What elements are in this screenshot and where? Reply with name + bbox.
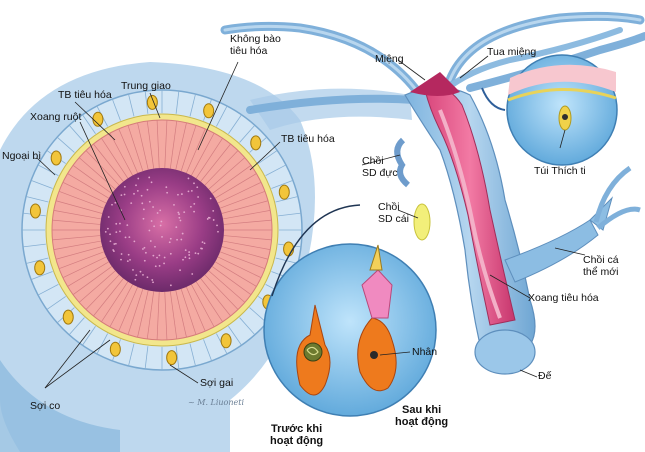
label-tua-mieng: Tua miệng bbox=[487, 46, 536, 58]
label-mieng: Miệng bbox=[375, 53, 404, 65]
artist-signature: ~ M. Liuoneti bbox=[188, 398, 244, 407]
cross-section-disc bbox=[22, 90, 302, 370]
label-choi-sd-cai: Chồi SD cái bbox=[378, 201, 409, 225]
label-soi-gai: Sợi gai bbox=[200, 377, 233, 389]
label-xoang-tieu-hoa: Xoang tiêu hóa bbox=[528, 292, 599, 304]
label-khong-bao-tieu-hoa: Không bào tiêu hóa bbox=[230, 33, 281, 57]
label-tb-tieu-hoa-left: TB tiêu hóa bbox=[58, 89, 112, 101]
nematocyst-zoom-bubble bbox=[482, 55, 617, 165]
label-de: Đế bbox=[538, 370, 551, 382]
label-soi-co: Sợi co bbox=[30, 400, 60, 412]
label-sau-khi-hoat-dong: Sau khi hoạt động bbox=[395, 404, 448, 428]
label-tb-tieu-hoa-right: TB tiêu hóa bbox=[281, 133, 335, 145]
label-nhan: Nhân bbox=[412, 346, 437, 358]
label-trung-giao: Trung giao bbox=[121, 80, 171, 92]
label-choi-sd-duc: Chồi SD đực bbox=[362, 155, 398, 179]
label-truoc-khi-hoat-dong: Trước khi hoạt động bbox=[270, 423, 323, 447]
label-ngoai-bi: Ngoại bì bbox=[2, 150, 41, 162]
label-choi-ca-the-moi: Chồi cá thể mới bbox=[583, 254, 619, 278]
label-xoang-ruot: Xoang ruột bbox=[30, 111, 81, 123]
label-tui-thich-ti: Túi Thích ti bbox=[534, 165, 586, 177]
